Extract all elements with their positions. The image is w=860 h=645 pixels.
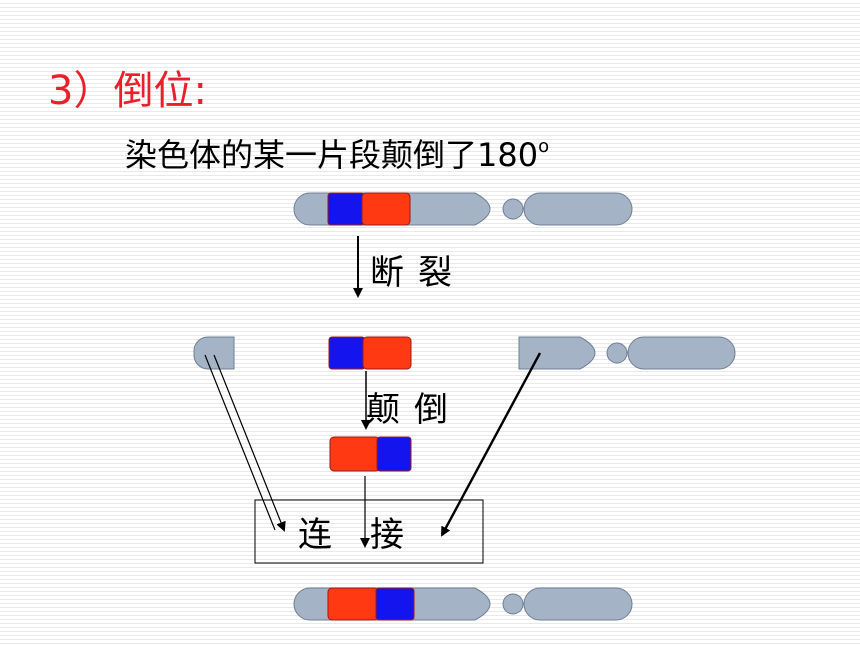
segment-red-result [327,587,379,621]
fragment-right-centromere [606,342,628,364]
fragment-middle-blue [328,336,366,370]
join-arrow-left-b [213,354,286,532]
degree-symbol: o [538,136,550,157]
fragment-right-arm-long [627,336,736,370]
segment-blue-result [375,587,415,621]
fragment-middle [328,336,412,370]
step-label-invert: 颠倒 [366,390,462,430]
subtitle-text: 染色体的某一片段颠倒了180 [125,136,539,174]
slide-subtitle: 染色体的某一片段颠倒了180o [125,130,549,176]
segment-red-original [361,192,411,226]
segment-inverted-red [329,436,381,472]
segment-inverted-blue [376,436,412,472]
chromosome-broken [193,336,736,370]
slide-title: 3）倒位: [48,68,207,114]
segment-inverted [329,436,412,472]
segment-blue-original [327,192,365,226]
fragment-right-arm [518,336,596,370]
chromosome-original-centromere [502,198,524,220]
step-label-join: 连接 [298,515,442,555]
chromosome-original-arm-right [523,192,633,226]
join-arrow-left-a [204,354,276,531]
chromosome-result-centromere [502,593,524,615]
step-label-break: 断裂 [370,253,466,293]
join-arrow-right [440,352,542,537]
chromosome-result [293,587,633,621]
chromosome-original [293,192,633,226]
join-box [254,499,484,564]
fragment-left-end [193,336,235,370]
chromosome-result-arm-right [523,587,633,621]
fragment-middle-red [362,336,412,370]
